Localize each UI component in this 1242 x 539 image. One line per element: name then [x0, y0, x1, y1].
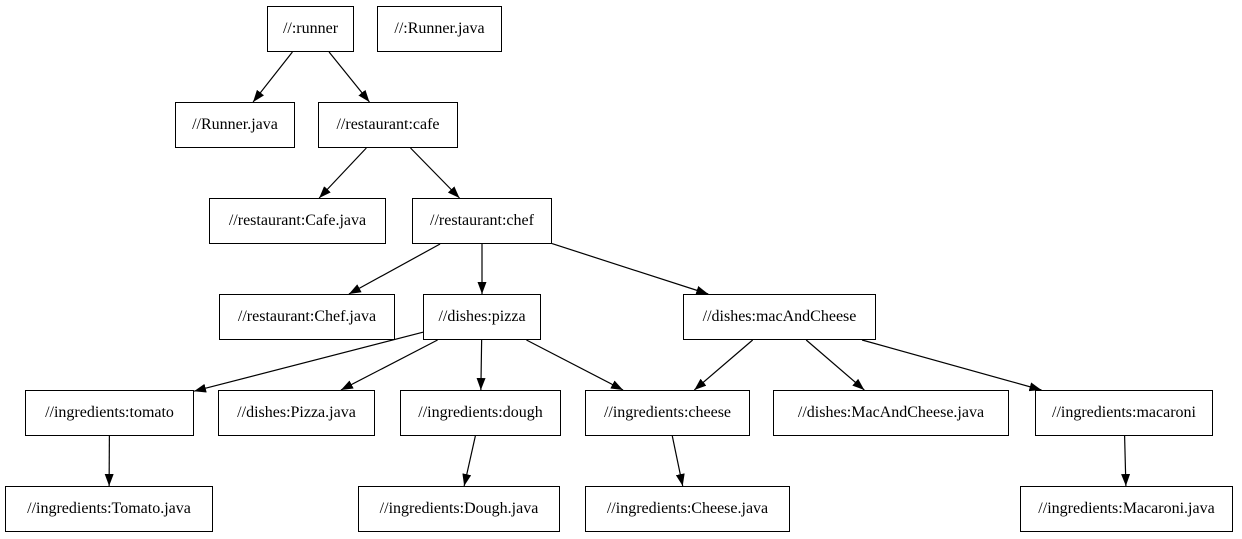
graph-node-runner-java: //Runner.java: [175, 102, 295, 148]
graph-node-tomato-java: //ingredients:Tomato.java: [5, 486, 213, 532]
graph-edge-chef-to-chef-java: [348, 243, 441, 295]
graph-edge-macandcheese-to-macaroni: [861, 339, 1042, 392]
graph-node-label: //Runner.java: [192, 116, 278, 133]
graph-node-runner-java-top: //:Runner.java: [377, 6, 502, 52]
graph-node-pizza-java: //dishes:Pizza.java: [218, 390, 375, 436]
graph-edge-pizza-to-cheese: [526, 339, 624, 391]
graph-edge-runner-to-cafe: [328, 51, 370, 103]
graph-node-macandcheese: //dishes:macAndCheese: [683, 294, 876, 340]
graph-edge-pizza-to-pizza-java: [340, 339, 438, 391]
graph-node-macaroni: //ingredients:macaroni: [1035, 390, 1213, 436]
graph-node-label: //restaurant:chef: [430, 212, 534, 229]
graph-node-label: //ingredients:Tomato.java: [27, 500, 191, 517]
graph-node-label: //ingredients:Dough.java: [379, 500, 539, 517]
graph-edge-runner-to-runner-java: [252, 51, 293, 103]
graph-node-runner: //:runner: [267, 6, 354, 52]
graph-node-label: //dishes:Pizza.java: [237, 404, 356, 421]
graph-node-chef: //restaurant:chef: [412, 198, 552, 244]
graph-node-label: //ingredients:Macaroni.java: [1038, 500, 1215, 517]
graph-edge-pizza-to-tomato: [193, 331, 424, 393]
graph-node-label: //dishes:pizza: [438, 308, 526, 325]
graph-node-pizza: //dishes:pizza: [423, 294, 541, 340]
graph-edge-dough-to-dough-java: [462, 435, 476, 487]
graph-node-label: //dishes:MacAndCheese.java: [797, 404, 985, 421]
graph-node-cafe-java: //restaurant:Cafe.java: [209, 198, 386, 244]
graph-node-label: //dishes:macAndCheese: [702, 308, 857, 325]
graph-node-label: //restaurant:Cafe.java: [228, 212, 367, 229]
graph-node-label: //ingredients:cheese: [603, 404, 732, 421]
graph-edge-cheese-to-cheese-java: [671, 435, 685, 487]
graph-node-dough-java: //ingredients:Dough.java: [358, 486, 560, 532]
graph-node-label: //ingredients:dough: [418, 404, 543, 421]
graph-edge-chef-to-macandcheese: [551, 243, 709, 295]
graph-node-label: //restaurant:Chef.java: [237, 308, 377, 325]
graph-edge-pizza-to-dough: [476, 339, 486, 391]
graph-node-label: //:runner: [282, 20, 339, 37]
graph-edge-cafe-to-cafe-java: [318, 147, 367, 199]
graph-node-label: //:Runner.java: [394, 20, 485, 37]
graph-node-cheese-java: //ingredients:Cheese.java: [585, 486, 790, 532]
graph-node-macandcheese-java: //dishes:MacAndCheese.java: [773, 390, 1009, 436]
graph-node-macaroni-java: //ingredients:Macaroni.java: [1020, 486, 1233, 532]
graph-node-dough: //ingredients:dough: [400, 390, 561, 436]
graph-edge-macandcheese-to-cheese: [693, 339, 754, 391]
graph-node-chef-java: //restaurant:Chef.java: [219, 294, 395, 340]
graph-node-label: //ingredients:Cheese.java: [606, 500, 769, 517]
graph-node-cafe: //restaurant:cafe: [318, 102, 458, 148]
graph-node-cheese: //ingredients:cheese: [585, 390, 750, 436]
graph-node-label: //ingredients:macaroni: [1052, 404, 1196, 421]
graph-edge-cafe-to-chef: [410, 147, 460, 199]
graph-edge-macandcheese-to-macandcheese-java: [805, 339, 865, 391]
graph-node-label: //restaurant:cafe: [336, 116, 440, 133]
graph-node-tomato: //ingredients:tomato: [25, 390, 194, 436]
graph-node-label: //ingredients:tomato: [45, 404, 174, 421]
graph-edge-macaroni-to-macaroni-java: [1121, 435, 1131, 487]
